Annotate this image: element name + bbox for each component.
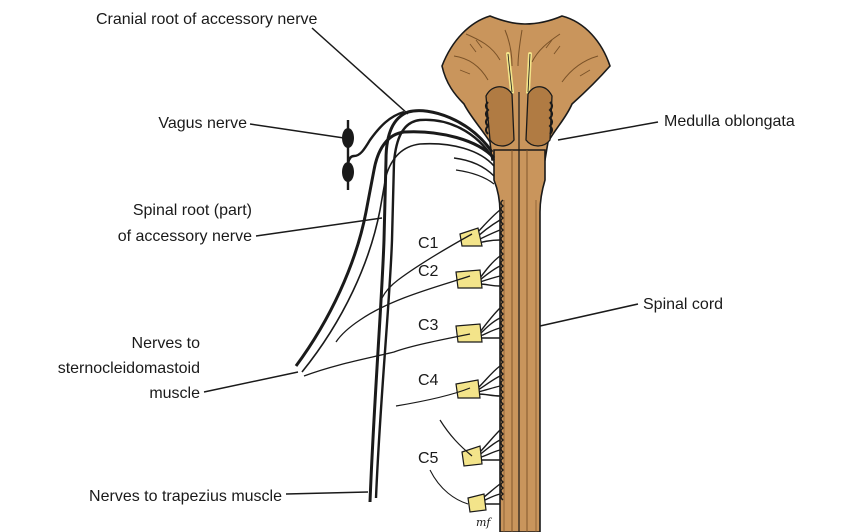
label-cranial-root: Cranial root of accessory nerve — [96, 11, 318, 28]
accessory-nerve — [296, 111, 494, 504]
label-c2: C2 — [418, 263, 439, 280]
spinal-ganglia — [456, 228, 486, 512]
label-trapezius: Nerves to trapezius muscle — [89, 488, 282, 505]
label-spinal-root-line1: Spinal root (part) — [133, 202, 252, 219]
label-scm-line1: Nerves to — [132, 335, 201, 352]
leader-lines — [204, 28, 658, 494]
label-scm-line2: sternocleidomastoid — [58, 360, 200, 377]
label-medulla-oblongata: Medulla oblongata — [664, 113, 795, 130]
label-c1: C1 — [418, 235, 439, 252]
artist-signature: mf — [476, 516, 492, 529]
labels: Cranial root of accessory nerve Vagus ne… — [58, 11, 795, 529]
label-spinal-cord: Spinal cord — [643, 296, 723, 313]
label-c5: C5 — [418, 450, 439, 467]
medulla-oblongata — [442, 16, 610, 160]
spinal-cord — [494, 92, 545, 532]
label-scm-line3: muscle — [149, 385, 200, 402]
label-vagus-nerve: Vagus nerve — [158, 115, 247, 132]
label-spinal-root-line2: of accessory nerve — [118, 228, 252, 245]
label-c3: C3 — [418, 317, 439, 334]
label-c4: C4 — [418, 372, 439, 389]
